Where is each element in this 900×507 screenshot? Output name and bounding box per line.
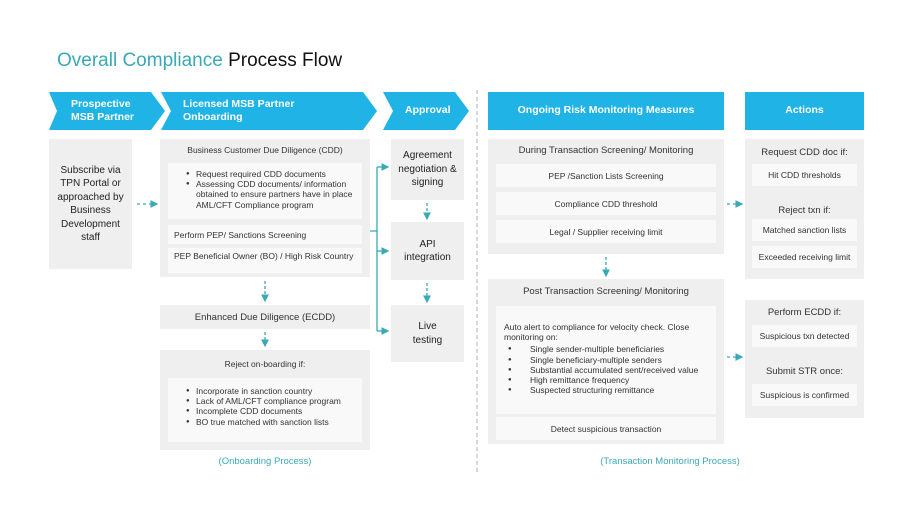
post-intro: Auto alert to compliance for velocity ch… (504, 322, 690, 343)
during-item: PEP /Sanction Lists Screening (496, 164, 716, 187)
header-approval-label: Approval (405, 104, 451, 117)
post-bullet: Substantial accumulated sent/received va… (508, 365, 708, 375)
post-transaction-panel: Post Transaction Screening/ Monitoring A… (488, 279, 724, 444)
post-transaction-card: Auto alert to compliance for velocity ch… (496, 306, 716, 414)
reject-bullet: Incorporate in sanction country (186, 386, 356, 396)
pep-screening-card: Perform PEP/ Sanctions Screening (168, 225, 362, 244)
title-accent: Overall Compliance (57, 50, 223, 71)
approval-step-live: Live testing (391, 305, 464, 362)
during-transaction-panel: During Transaction Screening/ Monitoring… (488, 139, 724, 254)
action-title: Perform ECDD if: (767, 307, 842, 318)
action-item: Suspicious txn detected (752, 325, 857, 347)
post-bullet: Single sender-multiple beneficiaries (508, 344, 708, 354)
action-title: Submit STR once: (765, 366, 844, 377)
action-title: Request CDD doc if: (761, 147, 848, 158)
cdd-bullet: Request required CDD documents (186, 169, 356, 179)
action-item: Hit CDD thresholds (752, 164, 857, 186)
action-item: Suspicious is confirmed (752, 384, 857, 406)
monitoring-caption: (Transaction Monitoring Process) (600, 456, 740, 467)
during-item: Legal / Supplier receiving limit (496, 220, 716, 243)
reject-onboarding-card: Incorporate in sanction country Lack of … (168, 378, 362, 442)
post-bullet: Suspected structuring remittance (508, 385, 708, 395)
header-prospective-partner: Prospective MSB Partner (49, 92, 165, 130)
bracket-to-approval (370, 167, 378, 331)
prospective-partner-box: Subscribe via TPN Portal or approached b… (49, 139, 132, 269)
header-actions-label: Actions (785, 104, 824, 117)
action-item: Matched sanction lists (752, 219, 857, 241)
reject-bullet: Incomplete CDD documents (186, 406, 356, 416)
header-actions: Actions (745, 92, 864, 130)
reject-onboarding-panel: Reject on-boarding if: Incorporate in sa… (160, 350, 370, 450)
post-transaction-title: Post Transaction Screening/ Monitoring (523, 286, 689, 297)
during-transaction-title: During Transaction Screening/ Monitoring (518, 145, 694, 156)
cdd-title: Business Customer Due Diligence (CDD) (187, 145, 343, 155)
action-item: Exceeded receiving limit (752, 246, 857, 268)
title-rest: Process Flow (228, 50, 343, 71)
page-title: Overall Compliance Process Flow (57, 50, 342, 72)
header-onboarding-line2: Onboarding (183, 111, 243, 123)
reject-bullet: BO true matched with sanction lists (186, 417, 356, 427)
action-title: Reject txn if: (778, 205, 831, 216)
approval-step-live-label: Live testing (412, 321, 443, 346)
post-bullet: Single beneficiary-multiple senders (508, 355, 708, 365)
post-bullet-list: Single sender-multiple beneficiaries Sin… (504, 344, 708, 395)
ecdd-label: Enhanced Due Diligence (ECDD) (194, 311, 336, 323)
cdd-bullet-list: Request required CDD documents Assessing… (184, 169, 356, 210)
reject-bullet-list: Incorporate in sanction country Lack of … (184, 386, 356, 427)
header-prospective-line2: MSB Partner (71, 111, 135, 123)
cdd-bullet: Assessing CDD documents/ information obt… (186, 179, 356, 210)
header-onboarding: Licensed MSB Partner Onboarding (161, 92, 377, 130)
onboarding-caption: (Onboarding Process) (218, 456, 312, 467)
reject-onboarding-title: Reject on-boarding if: (224, 359, 306, 369)
approval-step-agreement: Agreement negotiation & signing (391, 139, 464, 200)
approval-step-api-label: API integration (404, 238, 451, 264)
reject-bullet: Lack of AML/CFT compliance program (186, 396, 356, 406)
ecdd-box: Enhanced Due Diligence (ECDD) (160, 305, 370, 329)
header-monitoring-label: Ongoing Risk Monitoring Measures (517, 104, 695, 117)
approval-step-agreement-label: Agreement negotiation & signing (398, 150, 457, 189)
header-approval: Approval (383, 92, 469, 130)
high-risk-card: PEP Beneficial Owner (BO) / High Risk Co… (168, 248, 362, 273)
prospective-partner-text: Subscribe via TPN Portal or approached b… (57, 164, 124, 244)
header-monitoring: Ongoing Risk Monitoring Measures (488, 92, 724, 130)
during-item: Compliance CDD threshold (496, 192, 716, 215)
header-prospective-line1: Prospective (71, 97, 131, 110)
post-bullet: High remittance frequency (508, 375, 708, 385)
actions-panel-during: Request CDD doc if: Hit CDD thresholds R… (745, 139, 864, 279)
cdd-bullets-card: Request required CDD documents Assessing… (168, 163, 362, 219)
header-onboarding-line1: Licensed MSB Partner (183, 97, 295, 110)
approval-step-api: API integration (391, 222, 464, 280)
actions-panel-post: Perform ECDD if: Suspicious txn detected… (745, 300, 864, 418)
cdd-panel: Business Customer Due Diligence (CDD) Re… (160, 139, 370, 277)
detect-suspicious-card: Detect suspicious transaction (496, 417, 716, 440)
